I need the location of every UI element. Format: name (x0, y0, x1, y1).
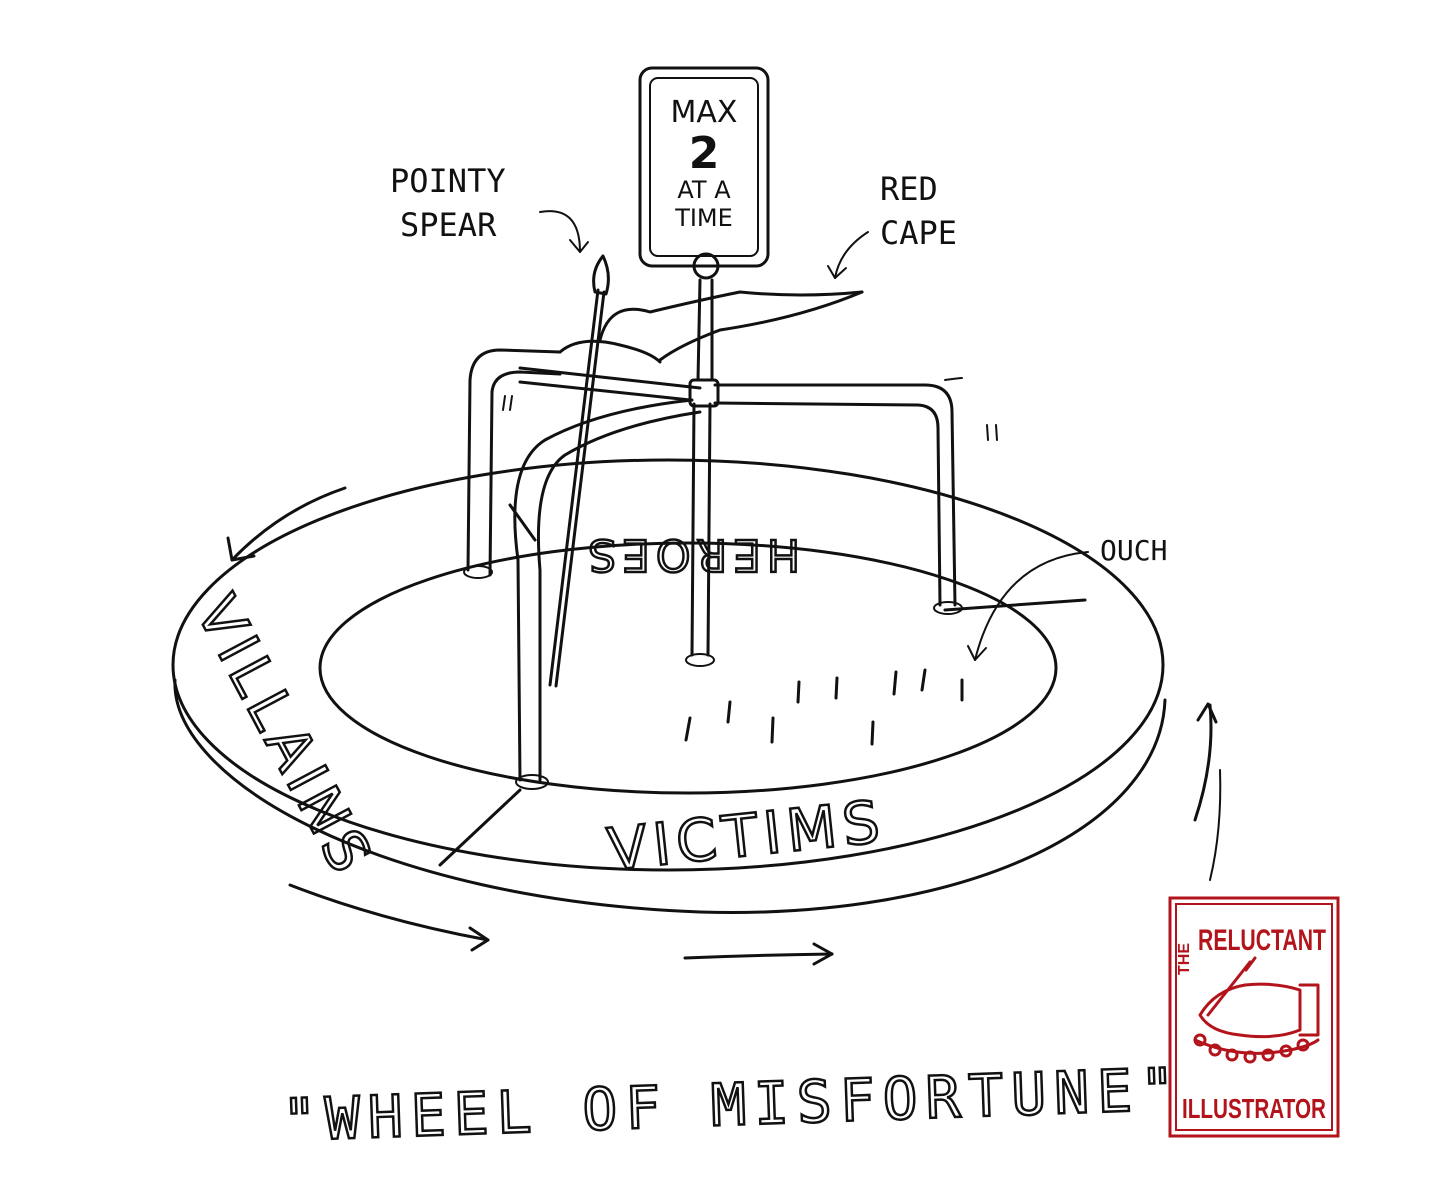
sign-line-at-a: AT A (677, 176, 731, 204)
inner-ring (318, 541, 1058, 795)
spikes (684, 668, 964, 746)
label-cape: CAPE (880, 214, 957, 252)
label-spear: SPEAR (400, 206, 497, 244)
spear (548, 254, 610, 688)
max-sign: MAX 2 AT A TIME (638, 66, 770, 268)
sign-line-2: 2 (689, 128, 720, 179)
logo-bottom: ILLUSTRATOR (1182, 1093, 1326, 1124)
annotations: POINTY SPEAR RED CAPE OUCH (390, 162, 1167, 567)
label-ouch: OUCH (1100, 534, 1167, 567)
ring-label-victims: VICTIMS (604, 787, 888, 884)
logo-top: RELUCTANT (1198, 924, 1326, 957)
sign-line-time: TIME (674, 204, 733, 232)
frame (463, 252, 963, 790)
outer-ring (171, 458, 1165, 872)
ring-label-villains: VILLAINS (183, 585, 388, 889)
reluctant-illustrator-logo: THE RELUCTANT ILLUSTRATOR (1168, 896, 1340, 1138)
red-cape (558, 290, 864, 364)
label-pointy: POINTY (390, 162, 506, 200)
callouts (539, 210, 1089, 661)
ring-label-heroes: HEROES (582, 529, 800, 580)
hand-pen-icon (1193, 956, 1320, 1064)
logo-the: THE (1176, 943, 1193, 975)
platform (171, 458, 1167, 914)
motion-lines (226, 377, 1222, 966)
sign-line-max: MAX (671, 95, 738, 130)
ring-labels: VILLAINS VICTIMS HEROES (181, 528, 889, 890)
label-red: RED (880, 170, 938, 208)
caption: "WHEEL OF MISFORTUNE" (281, 1055, 1184, 1154)
